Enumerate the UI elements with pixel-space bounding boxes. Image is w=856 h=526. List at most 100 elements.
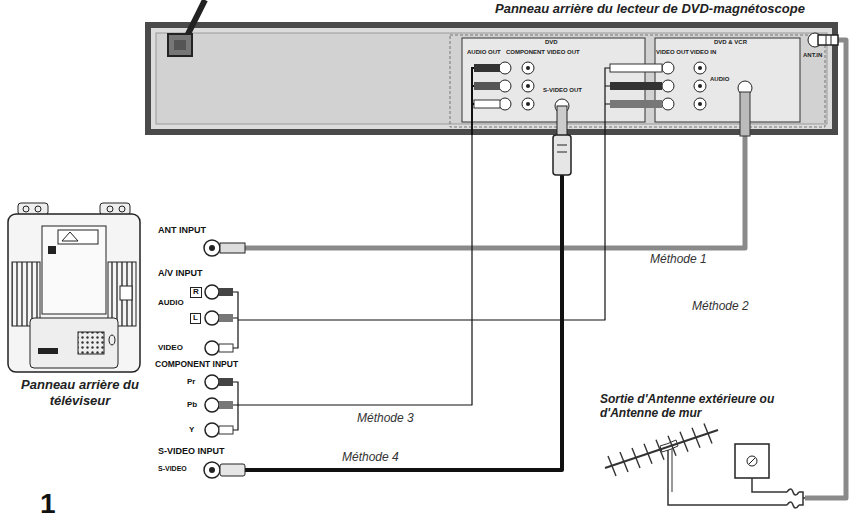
dvd-audio-out-plugs-part — [474, 82, 500, 90]
tv-s-video-jack — [204, 462, 245, 478]
av-input-jacks: A/V INPUTRAUDIOLVIDEO — [155, 268, 245, 360]
tv-av-jacks-part — [219, 344, 233, 352]
tv-rear-part — [48, 246, 56, 254]
dvd-vcr-panel-part — [156, 33, 827, 124]
power-cord-part — [168, 34, 192, 56]
dvd-audio-out-plugs-part — [472, 68, 474, 135]
method-label: Méthode 1 — [648, 253, 709, 267]
s-video-input-jack: S-VIDEO INPUT S-VIDEO — [155, 446, 245, 478]
jack-label: Pr — [187, 377, 195, 386]
tv-s-video-jack-part — [209, 467, 215, 473]
wall-outlet-part — [747, 456, 757, 466]
ant-in-plug — [808, 33, 838, 47]
jack-label: L — [190, 313, 201, 324]
ant-input-jack: ANT INPUT — [155, 225, 245, 260]
video-audio-out-plugs-part — [605, 68, 610, 135]
tv-rear-part — [78, 332, 104, 354]
cable — [245, 135, 745, 248]
section-label: DVD — [545, 39, 558, 46]
outdoor-antenna-part — [672, 449, 673, 492]
outdoor-antenna-part — [605, 430, 718, 468]
jack-label: VIDEO IN — [690, 49, 716, 56]
tv-rear-part — [120, 286, 132, 300]
component-video-out-jacks — [522, 62, 534, 110]
tv-ant-jack-part — [209, 245, 215, 251]
component-video-out-jacks-part — [522, 80, 534, 92]
s-video-plug-part — [553, 135, 571, 175]
cable-break-marks — [787, 489, 805, 508]
dvd-vcr-rear-panel: Panneau arrière du lecteur de DVD-magnét… — [145, 2, 838, 135]
video-audio-out-plugs-part — [610, 64, 662, 72]
ant-in-plug-part — [826, 35, 827, 45]
tv-rear-part — [109, 335, 115, 345]
jack-label: Y — [189, 425, 194, 434]
tv-av-jacks-part — [205, 311, 219, 325]
jack-label: AUDIO OUT — [467, 49, 501, 56]
s-video-plug-part — [557, 106, 567, 136]
video-in-jacks-part — [698, 102, 702, 106]
jack-label: VIDEO — [158, 343, 183, 352]
tv-component-jacks — [205, 375, 245, 437]
component-video-out-jacks-part — [526, 66, 530, 70]
node-label: S-VIDEO INPUT — [158, 446, 225, 456]
outdoor-antenna-part-part — [620, 452, 628, 472]
ant-in-plug-part — [818, 35, 838, 45]
section-label: DVD & VCR — [714, 39, 747, 46]
wall-outlet-part — [749, 458, 755, 464]
video-in-jacks-part — [698, 66, 702, 70]
tv-rear-part — [42, 226, 106, 314]
outdoor-antenna-part-part — [656, 440, 664, 460]
component-video-out-jacks-part — [526, 84, 530, 88]
tv-rear-part — [23, 206, 29, 212]
tv-av-jacks — [205, 285, 245, 355]
video-in-jacks-part — [698, 84, 702, 88]
power-cord-part — [174, 40, 186, 50]
outdoor-antenna-part-part — [608, 456, 616, 476]
cable-break-marks-part — [787, 502, 799, 508]
dvd-audio-out-plugs — [472, 62, 511, 135]
outdoor-antenna-part-part — [632, 448, 640, 468]
tv-rear-part — [30, 318, 118, 368]
dvd-vcr-panel-part — [655, 38, 800, 122]
tv-ant-jack — [204, 240, 245, 256]
video-in-jacks — [694, 62, 706, 110]
tv-ant-jack-part — [220, 243, 245, 253]
tv-component-jacks-part — [219, 378, 233, 386]
s-video-plug-part — [557, 145, 567, 146]
outdoor-antenna-part-part — [704, 424, 712, 444]
jack-label: ANT.IN — [803, 52, 822, 59]
tv-av-jacks-part — [233, 292, 245, 348]
dvd-audio-out-plugs-part — [499, 98, 511, 110]
tv-rear-part — [62, 232, 78, 241]
outdoor-antenna-part-part — [692, 428, 700, 448]
jack-label: S-VIDEO OUT — [543, 87, 582, 94]
dvd-vcr-panel-part — [145, 22, 838, 135]
dvd-vcr-panel-part — [462, 38, 645, 122]
jack-label: Pb — [187, 400, 197, 409]
jack-label: S-VIDEO — [158, 465, 187, 473]
tv-rear-part — [119, 206, 125, 212]
tv-av-jacks-part — [205, 341, 219, 355]
tv-rear — [8, 203, 140, 372]
video-in-jacks-part — [694, 62, 706, 74]
tv-component-jacks-part — [205, 398, 219, 412]
tv-rear-part — [58, 230, 98, 244]
method-label: Méthode 3 — [355, 412, 416, 426]
wall-outlet-part — [735, 444, 769, 478]
step-number: 1 — [40, 488, 56, 520]
outdoor-antenna-part — [608, 424, 712, 476]
tv-rear-part — [8, 214, 140, 372]
ant-out-plug-part — [740, 92, 750, 136]
power-cord — [168, 0, 205, 56]
tv-s-video-jack-part — [204, 462, 220, 478]
tv-rear-part — [12, 262, 40, 326]
cable-break-marks-part — [799, 492, 805, 505]
jack-label: VIDEO OUT — [656, 49, 689, 56]
tv-component-jacks-part — [233, 382, 245, 430]
component-video-out-jacks-part — [522, 98, 534, 110]
node-label: COMPONENT INPUT — [155, 360, 238, 370]
ant-in-plug-part — [831, 35, 832, 45]
tv-rear-part — [38, 348, 58, 354]
video-in-jacks-part — [694, 98, 706, 110]
